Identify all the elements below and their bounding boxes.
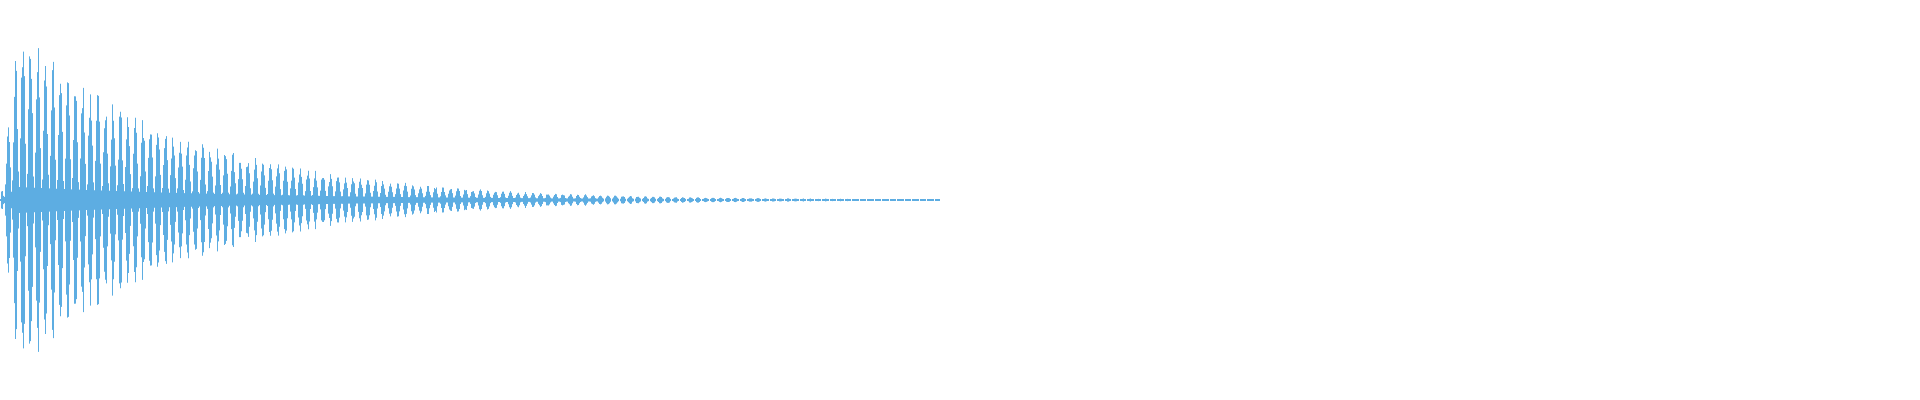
- waveform-series: [0, 48, 940, 352]
